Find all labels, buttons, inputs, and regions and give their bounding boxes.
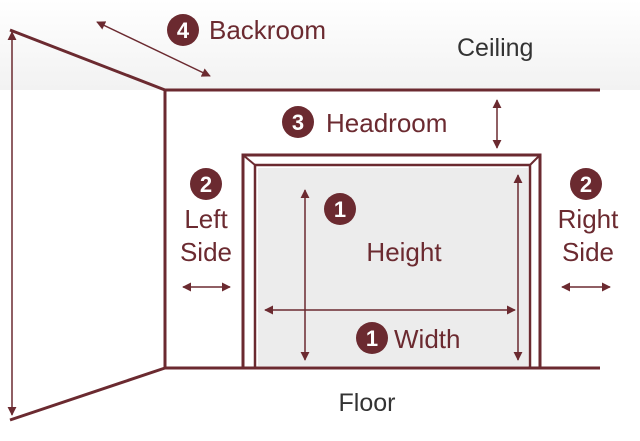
side-text: Side [562, 237, 614, 267]
headroom-label: 3 Headroom [282, 106, 447, 138]
badge-number: 1 [366, 326, 378, 351]
backroom-arrow [96, 21, 211, 77]
number-badge [282, 106, 314, 138]
floor-text: Floor [339, 389, 396, 417]
left-text: Left [184, 204, 228, 234]
badge-number: 2 [200, 172, 212, 197]
width-text: Width [394, 324, 460, 354]
number-badge [356, 322, 388, 354]
ceiling-area [0, 0, 640, 90]
headroom-text: Headroom [326, 108, 447, 138]
right-text: Right [558, 204, 619, 234]
height-label: 1 Height [324, 193, 442, 267]
width-label: 1 Width [356, 322, 460, 354]
room-walls [9, 28, 600, 422]
badge-number: 4 [177, 18, 190, 43]
backroom-label: 4 Backroom [167, 14, 326, 46]
height-text: Height [366, 237, 442, 267]
right-side-label: 2 Right Side [558, 168, 619, 267]
side-text: Side [180, 237, 232, 267]
backroom-text: Backroom [209, 15, 326, 45]
number-badge [190, 168, 222, 200]
number-badge [570, 168, 602, 200]
badge-number: 3 [292, 110, 304, 135]
number-badge [167, 14, 199, 46]
ceiling-text: Ceiling [457, 34, 533, 62]
number-badge [324, 193, 356, 225]
badge-number: 2 [580, 172, 592, 197]
badge-number: 1 [334, 197, 346, 222]
left-side-label: 2 Left Side [180, 168, 232, 267]
